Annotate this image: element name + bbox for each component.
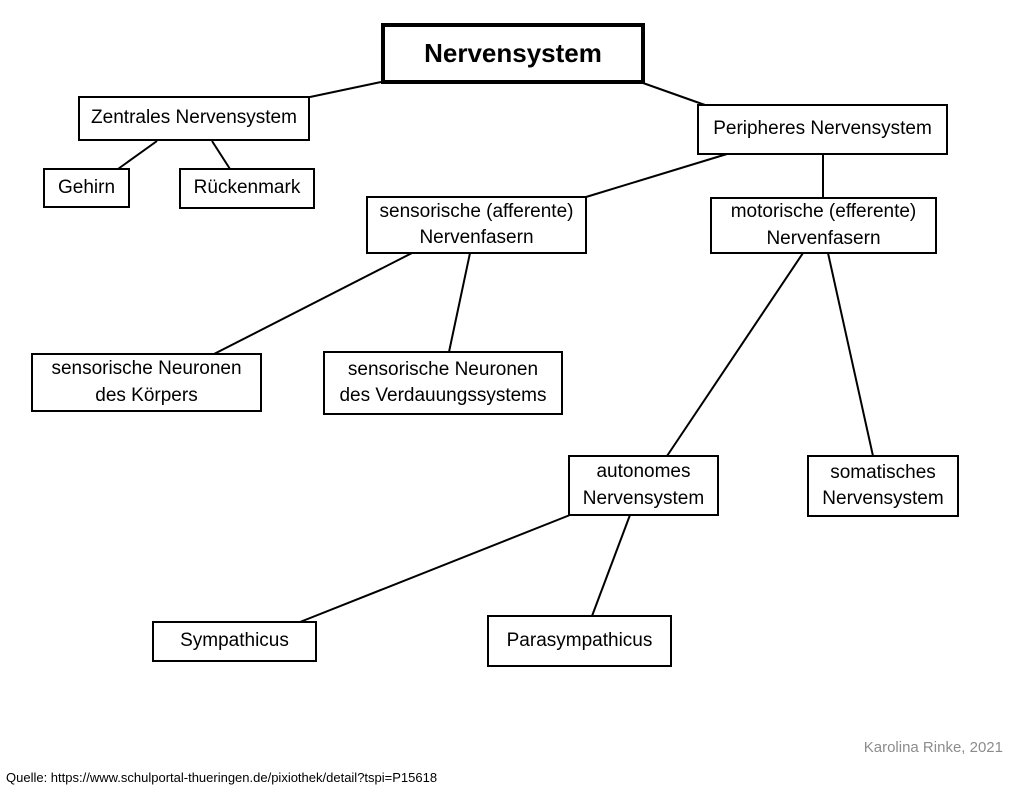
node-sympathicus: Sympathicus [152, 621, 317, 662]
node-parasympathicus: Parasympathicus [487, 615, 672, 667]
edge-motorische-fasern-somatisches [827, 252, 874, 457]
edge-peripheres-sensorische-fasern [585, 153, 728, 198]
node-sensorische-neuronen-koerper: sensorische Neuronen des Körpers [31, 353, 262, 412]
edge-autonomes-sympathicus [299, 514, 571, 623]
edge-nervensystem-zentrales [309, 81, 382, 98]
node-motorische-efferente-nervenfasern: motorische (efferente) Nervenfasern [710, 197, 937, 254]
author-attribution: Karolina Rinke, 2021 [863, 739, 1003, 756]
node-gehirn: Gehirn [43, 168, 130, 208]
node-zentrales-nervensystem: Zentrales Nervensystem [78, 96, 310, 141]
node-sensorische-neuronen-verdauungssystem: sensorische Neuronen des Verdauungssyste… [323, 351, 563, 415]
node-peripheres-nervensystem: Peripheres Nervensystem [697, 104, 948, 155]
edge-sensorische-fasern-koerper [213, 252, 413, 355]
edge-autonomes-parasympathicus [591, 514, 631, 617]
edge-sensorische-fasern-verdauung [448, 252, 471, 353]
node-nervensystem: Nervensystem [381, 23, 645, 84]
node-rueckenmark: Rückenmark [179, 168, 315, 209]
node-sensorische-afferente-nervenfasern: sensorische (afferente) Nervenfasern [366, 196, 587, 254]
edge-motorische-fasern-autonomes [666, 252, 804, 457]
source-url-caption: Quelle: https://www.schulportal-thuering… [6, 770, 438, 785]
edge-zentrales-gehirn [117, 140, 158, 170]
edge-zentrales-rueckenmark [211, 140, 231, 170]
edge-nervensystem-peripheres [642, 82, 706, 106]
node-autonomes-nervensystem: autonomes Nervensystem [568, 455, 719, 516]
node-somatisches-nervensystem: somatisches Nervensystem [807, 455, 959, 517]
